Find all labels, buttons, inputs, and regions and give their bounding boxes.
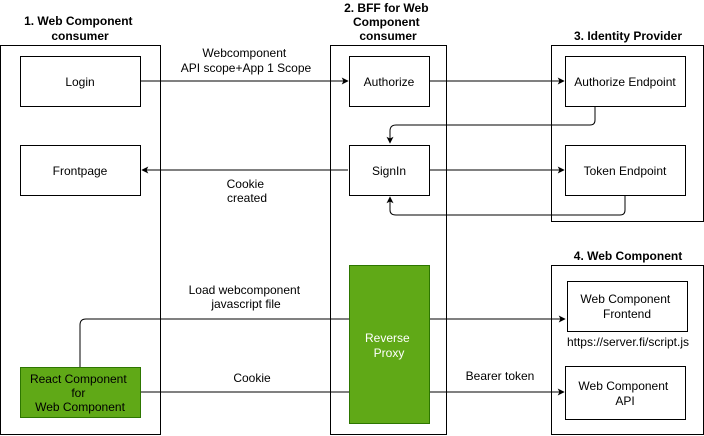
edge-token-endpoint-to-signin <box>386 195 626 216</box>
wc-frontend-label: Web Component Frontend <box>580 292 673 321</box>
react-component-box[interactable] <box>20 367 141 418</box>
token-endpoint-box[interactable] <box>565 145 686 196</box>
authorize-endpoint-label: Authorize Endpoint <box>574 75 676 89</box>
edge-label-cookie-created: Cookie created <box>227 177 268 205</box>
wc-frontend-box[interactable] <box>567 281 688 332</box>
authorize-label: Authorize <box>364 75 415 89</box>
authorize-endpoint-box[interactable] <box>565 56 686 107</box>
edge-label-load-webcomponent: Load webcomponent javascript file <box>189 283 304 311</box>
edge-react-to-wc-frontend <box>79 315 566 368</box>
signin-label: SignIn <box>372 164 406 178</box>
frontpage-box[interactable] <box>20 145 141 196</box>
reverse-proxy-label: Reverse Proxy <box>365 331 413 360</box>
reverse-proxy-box[interactable] <box>349 265 430 424</box>
edge-label-cookie: Cookie <box>233 371 271 385</box>
lane-title-web-component: 4. Web Component <box>574 249 682 263</box>
wc-api-label: Web Component API <box>578 379 671 408</box>
frontpage-label: Frontpage <box>53 164 108 178</box>
frontend-url-annotation: https://server.fi/script.js <box>567 335 689 349</box>
token-endpoint-label: Token Endpoint <box>584 164 667 178</box>
lane-title-consumer: 1. Web Component consumer <box>24 14 136 43</box>
edge-label-login-authorize: Webcomponent API scope+App 1 Scope <box>181 46 312 75</box>
react-component-label: React Component for Web Component <box>30 372 130 414</box>
signin-box[interactable] <box>349 145 430 196</box>
login-box[interactable] <box>20 56 141 107</box>
login-label: Login <box>65 75 94 89</box>
edge-authorize-endpoint-to-signin <box>386 106 596 144</box>
authorize-box[interactable] <box>349 56 430 107</box>
lane-title-identity-provider: 3. Identity Provider <box>574 29 682 43</box>
wc-api-box[interactable] <box>565 366 686 420</box>
lane-title-bff: 2. BFF for Web Component consumer <box>344 1 432 43</box>
edge-label-bearer-token: Bearer token <box>466 369 535 383</box>
